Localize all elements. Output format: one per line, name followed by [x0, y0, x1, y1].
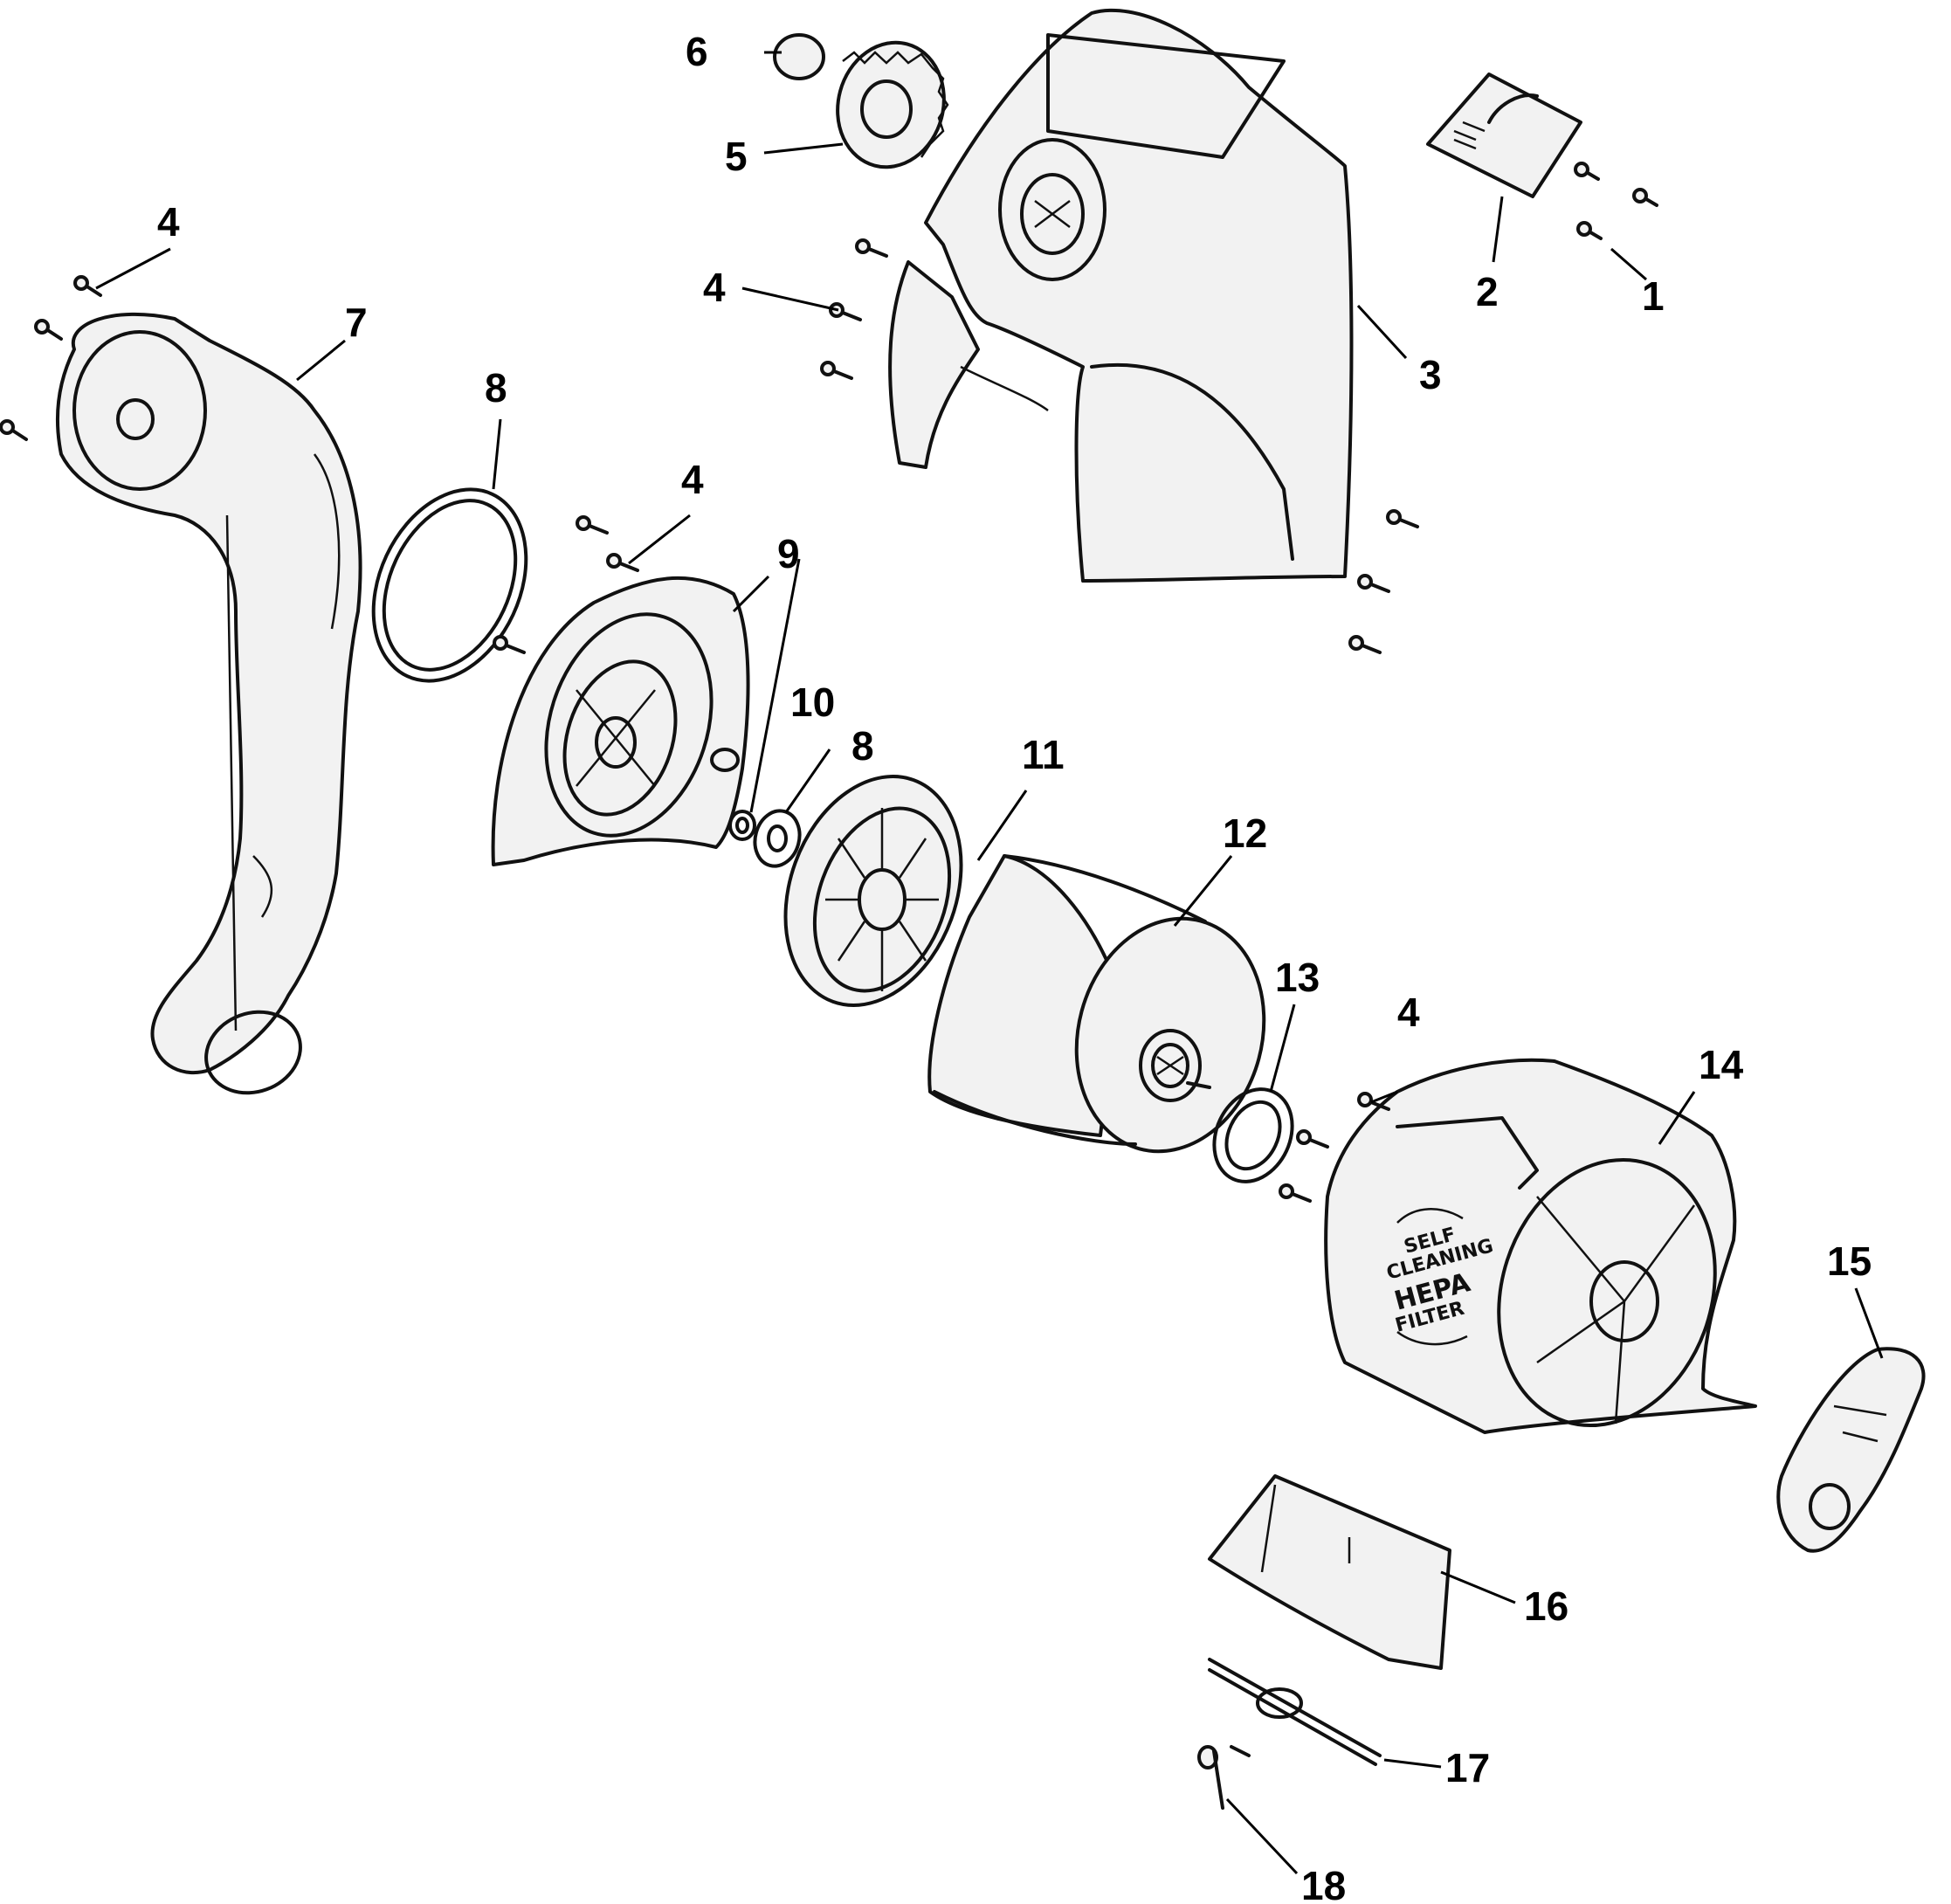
callout-9: 9	[777, 531, 800, 576]
callout-1: 1	[1642, 273, 1665, 319]
screw-icon	[1348, 635, 1382, 654]
screw-icon	[606, 553, 639, 572]
part-9-fan-cover	[491, 576, 750, 866]
callout-labels: 1 2 3 4 4 4 4 5 6 7 8 8 9 10 11 12 13 14…	[157, 29, 1872, 1904]
leader-lines	[95, 51, 1884, 1875]
screw-icon	[493, 635, 526, 654]
screw-icon	[855, 238, 888, 258]
part-11-filter-grille	[783, 775, 963, 1007]
screw-icon	[1574, 162, 1600, 181]
screw-icon	[1357, 1092, 1390, 1111]
screw-icon	[0, 419, 28, 441]
callout-2: 2	[1476, 269, 1499, 314]
part-13-gasket	[1212, 1087, 1294, 1183]
callout-4d: 4	[1397, 990, 1420, 1035]
part-16-tray	[1208, 1474, 1451, 1670]
screw-icon	[829, 302, 862, 321]
part-17-rod	[1208, 1658, 1382, 1766]
screw-icon	[1386, 509, 1419, 528]
part-14-lower-housing: SELF CLEANING HEPA FILTER	[1324, 1058, 1757, 1434]
screw-icon	[820, 361, 853, 380]
part-6-cap	[773, 33, 825, 80]
callout-16: 16	[1524, 1583, 1568, 1629]
part-8-ring-upper	[371, 487, 528, 683]
part-12-hepa-filter	[927, 854, 1266, 1154]
screw-icon	[1296, 1129, 1329, 1149]
callout-15: 15	[1827, 1238, 1872, 1284]
part-15-motor-assembly	[1776, 1347, 1926, 1553]
callout-11: 11	[1022, 732, 1065, 777]
screws	[0, 162, 1658, 1203]
callout-8a: 8	[485, 365, 507, 410]
screw-icon	[34, 319, 63, 341]
part-5-knob	[836, 40, 949, 169]
screw-icon	[1357, 574, 1390, 593]
screw-icon	[1279, 1183, 1312, 1203]
callout-4a: 4	[157, 199, 180, 245]
callout-12: 12	[1223, 811, 1267, 856]
callout-5: 5	[725, 134, 748, 179]
screw-icon	[73, 275, 102, 297]
callout-4b: 4	[703, 265, 726, 310]
callout-6: 6	[686, 29, 708, 74]
callout-4c: 4	[681, 457, 704, 502]
callout-3: 3	[1419, 352, 1442, 397]
part-8-washer-lower	[753, 809, 802, 868]
part-18-spring-clip	[1197, 1745, 1251, 1810]
callout-10: 10	[790, 680, 835, 725]
part-7-duct-arm	[56, 312, 362, 1095]
screw-icon	[576, 515, 609, 535]
callout-14: 14	[1699, 1042, 1744, 1087]
part-3-upper-housing	[888, 8, 1354, 583]
callout-13: 13	[1275, 955, 1320, 1000]
part-2-switch-board	[1426, 72, 1582, 198]
callout-8b: 8	[851, 723, 874, 769]
part-10-washer	[728, 810, 756, 841]
callout-7: 7	[345, 300, 368, 345]
callout-18: 18	[1301, 1863, 1346, 1904]
callout-17: 17	[1445, 1745, 1490, 1790]
screw-icon	[1632, 188, 1658, 207]
screw-icon	[1576, 221, 1603, 240]
